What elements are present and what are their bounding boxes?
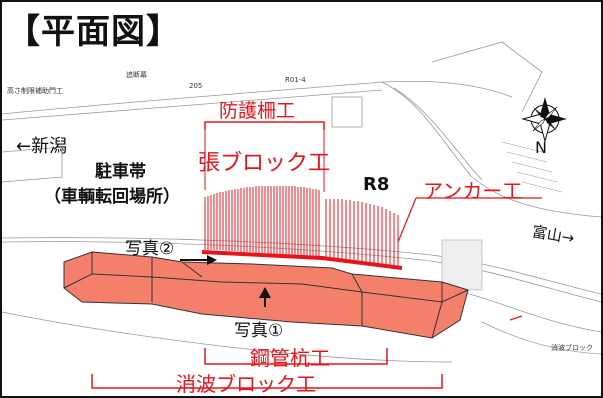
north-compass-icon bbox=[521, 97, 567, 143]
label-parking: 駐車帯 bbox=[95, 162, 146, 182]
label-route: R8 bbox=[363, 174, 390, 195]
label-steel-pile-work: 鋼管杭工 bbox=[250, 346, 330, 370]
steel-pile-line bbox=[201, 250, 403, 270]
photo2-arrow-head bbox=[207, 255, 217, 265]
label-photo2: 写真② bbox=[125, 239, 175, 259]
small-label-2: 205 bbox=[189, 82, 203, 90]
dotted-zone bbox=[441, 239, 483, 291]
label-wave-block-work: 消波ブロック工 bbox=[176, 372, 316, 396]
label-niigata: ←新潟 bbox=[16, 136, 68, 157]
right-marker bbox=[509, 315, 523, 321]
label-fence-work: 防護柵工 bbox=[219, 100, 296, 122]
small-label-1: 追断幕 bbox=[126, 71, 147, 79]
block-work-hatch bbox=[204, 186, 320, 258]
anchor-leader bbox=[397, 197, 417, 243]
small-label-4: 消波ブロック bbox=[551, 344, 593, 352]
page-title: 【平面図】 bbox=[6, 12, 181, 52]
label-anchor-work: アンカー工 bbox=[423, 179, 523, 203]
label-block-work: 張ブロック工 bbox=[198, 151, 331, 176]
wave-block-bracket bbox=[91, 374, 443, 389]
steel-pile-bracket bbox=[204, 348, 388, 365]
label-photo1: 写真① bbox=[234, 321, 284, 341]
small-label-3: R01-4 bbox=[285, 76, 306, 84]
label-parking-sub: （車輌転回場所） bbox=[44, 187, 180, 207]
label-north: N bbox=[535, 138, 547, 157]
photo1-arrow-head bbox=[259, 287, 271, 298]
small-label-gate: 高さ制限補助門工 bbox=[7, 87, 63, 95]
anchor-work-hatch bbox=[325, 199, 399, 266]
right-hatch bbox=[501, 141, 563, 193]
base-map-lines bbox=[2, 41, 601, 363]
fence-bracket bbox=[204, 121, 325, 130]
